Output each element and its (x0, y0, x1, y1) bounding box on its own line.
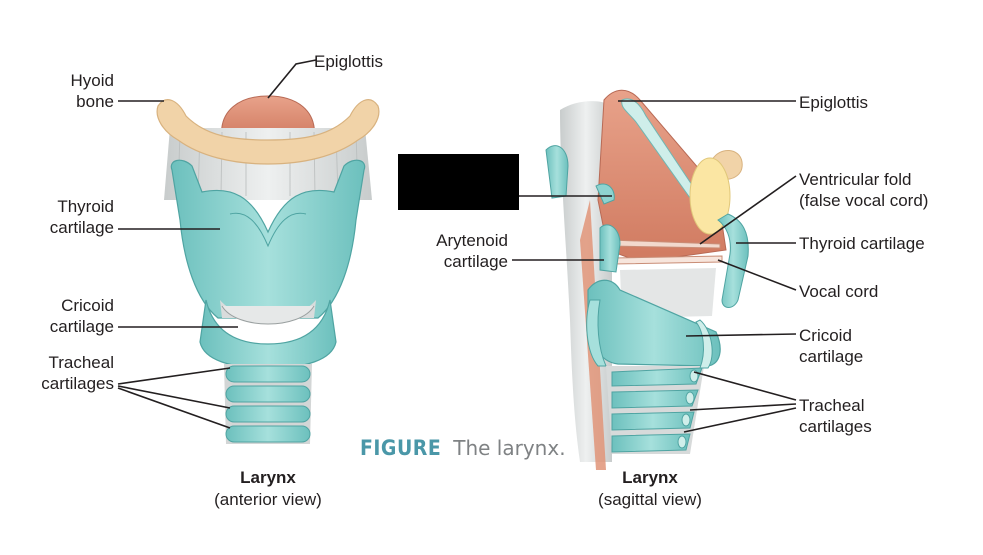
sagittal-view (545, 89, 749, 470)
sagittal-view-title: Larynx (622, 468, 678, 487)
figure-caption-text: The larynx. (453, 436, 566, 460)
sagittal-tracheal-ring (611, 367, 703, 387)
sagittal-fat-pad (689, 157, 731, 235)
label-vocal-cord: Vocal cord (799, 282, 879, 301)
sagittal-tracheal-ring (611, 389, 699, 409)
leader-lines (117, 59, 797, 433)
sagittal-tracheal-ring (611, 433, 691, 453)
figure-word: FIGURE (360, 436, 442, 460)
label-arytenoid-cartilage: Arytenoid cartilage (436, 231, 508, 271)
figure-caption: FIGURE The larynx. (360, 436, 566, 461)
anterior-tracheal-ring (225, 405, 311, 423)
label-ventricular-fold: Ventricular fold (false vocal cord) (799, 170, 929, 210)
label-epiglottis-sagittal: Epiglottis (799, 93, 868, 112)
anterior-tracheal-ring (225, 425, 311, 443)
anterior-thyroid-cartilage (170, 159, 366, 319)
label-thyroid-cartilage-sagittal: Thyroid cartilage (799, 234, 925, 253)
anterior-tracheal-ring (225, 365, 311, 383)
anterior-hyoid-bone (156, 99, 380, 165)
sagittal-arytenoid-cartilage (599, 224, 621, 273)
sagittal-thyroid-cartilage (717, 213, 749, 308)
anterior-tracheal-ring (225, 385, 311, 403)
anterior-view-title: Larynx (240, 468, 296, 487)
label-tracheal-cartilages-anterior: Tracheal cartilages (41, 353, 114, 393)
anterior-view (156, 95, 380, 444)
label-cricoid-cartilage-sagittal: Cricoid cartilage (799, 326, 864, 366)
sagittal-tracheal-ring (611, 411, 695, 431)
redacted-label-box (398, 154, 519, 210)
label-tracheal-cartilages-sagittal: Tracheal cartilages (799, 396, 872, 436)
sagittal-view-subtitle: (sagittal view) (598, 490, 702, 509)
sagittal-vocal-cord (611, 255, 723, 265)
label-cricoid-cartilage-anterior: Cricoid cartilage (49, 296, 114, 336)
label-epiglottis-anterior: Epiglottis (314, 52, 383, 71)
label-hyoid-bone: Hyoid bone (70, 71, 114, 111)
label-thyroid-cartilage-anterior: Thyroid cartilage (49, 197, 114, 237)
anterior-view-subtitle: (anterior view) (214, 490, 322, 509)
